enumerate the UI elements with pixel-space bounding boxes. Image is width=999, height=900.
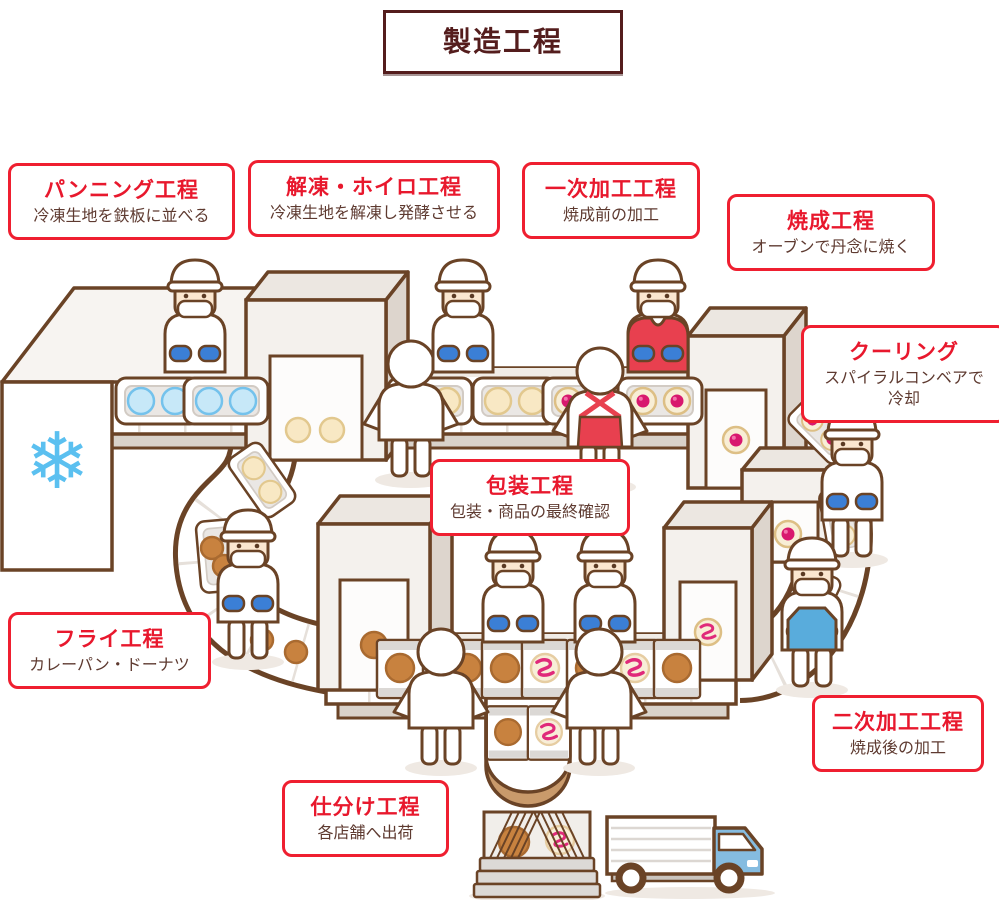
snowflake-icon: ❄ <box>24 417 89 505</box>
page-title: 製造工程 <box>383 10 623 74</box>
worker-sorting-back-1 <box>392 627 490 776</box>
cooling-machine-upper <box>686 306 808 490</box>
step-desc: 包装・商品の最終確認 <box>449 504 610 521</box>
step-label-thaw-proof: 解凍・ホイロ工程 冷凍生地を解凍し発酵させる <box>248 160 500 237</box>
frozen-dough-trays <box>116 378 268 424</box>
step-desc: スパイラルコンベアで 冷却 <box>824 370 984 408</box>
step-desc: 焼成後の加工 <box>849 740 946 757</box>
step-desc: 各店舗へ出荷 <box>317 825 414 842</box>
step-title: 一次加工工程 <box>545 178 677 201</box>
step-label-packaging: 包装工程 包装・商品の最終確認 <box>430 459 630 536</box>
step-desc: 冷凍生地を解凍し発酵させる <box>269 205 478 222</box>
step-title: 包装工程 <box>486 475 574 498</box>
worker-packaging-2 <box>575 530 635 642</box>
step-title: クーリング <box>849 341 959 364</box>
step-desc: カレーパン・ドーナツ <box>29 657 190 674</box>
step-title: パンニング工程 <box>43 179 200 202</box>
step-desc: 焼成前の加工 <box>562 207 659 224</box>
cooling-machine-lower <box>662 500 774 682</box>
step-title: 解凍・ホイロ工程 <box>286 176 462 199</box>
step-label-baking: 焼成工程 オーブンで丹念に焼く <box>727 194 935 271</box>
step-label-frying: フライ工程 カレーパン・ドーナツ <box>8 612 211 689</box>
delivery-truck <box>605 815 775 899</box>
step-label-cooling: クーリング スパイラルコンベアで 冷却 <box>801 325 999 423</box>
worker-panning <box>165 260 225 372</box>
step-label-panning: パンニング工程 冷凍生地を鉄板に並べる <box>8 163 235 240</box>
worker-primary-processing <box>433 260 493 372</box>
step-title: 二次加工工程 <box>832 711 964 734</box>
worker-back-top-1 <box>362 339 460 488</box>
worker-sorting-back-2 <box>550 627 648 776</box>
worker-packaging-1 <box>483 530 543 642</box>
worker-frying <box>212 510 284 670</box>
step-label-secondary-processing: 二次加工工程 焼成後の加工 <box>812 695 984 772</box>
worker-secondary-processing <box>776 538 848 698</box>
step-label-sorting: 仕分け工程 各店舗へ出荷 <box>282 780 449 857</box>
step-title: 仕分け工程 <box>310 796 421 819</box>
worker-baking <box>626 260 690 374</box>
step-title: フライ工程 <box>54 628 165 651</box>
step-title: 焼成工程 <box>787 210 875 233</box>
step-label-primary-processing: 一次加工工程 焼成前の加工 <box>522 162 700 239</box>
step-desc: 冷凍生地を鉄板に並べる <box>33 208 210 225</box>
shipping-crate <box>469 810 605 900</box>
step-desc: オーブンで丹念に焼く <box>751 239 911 256</box>
